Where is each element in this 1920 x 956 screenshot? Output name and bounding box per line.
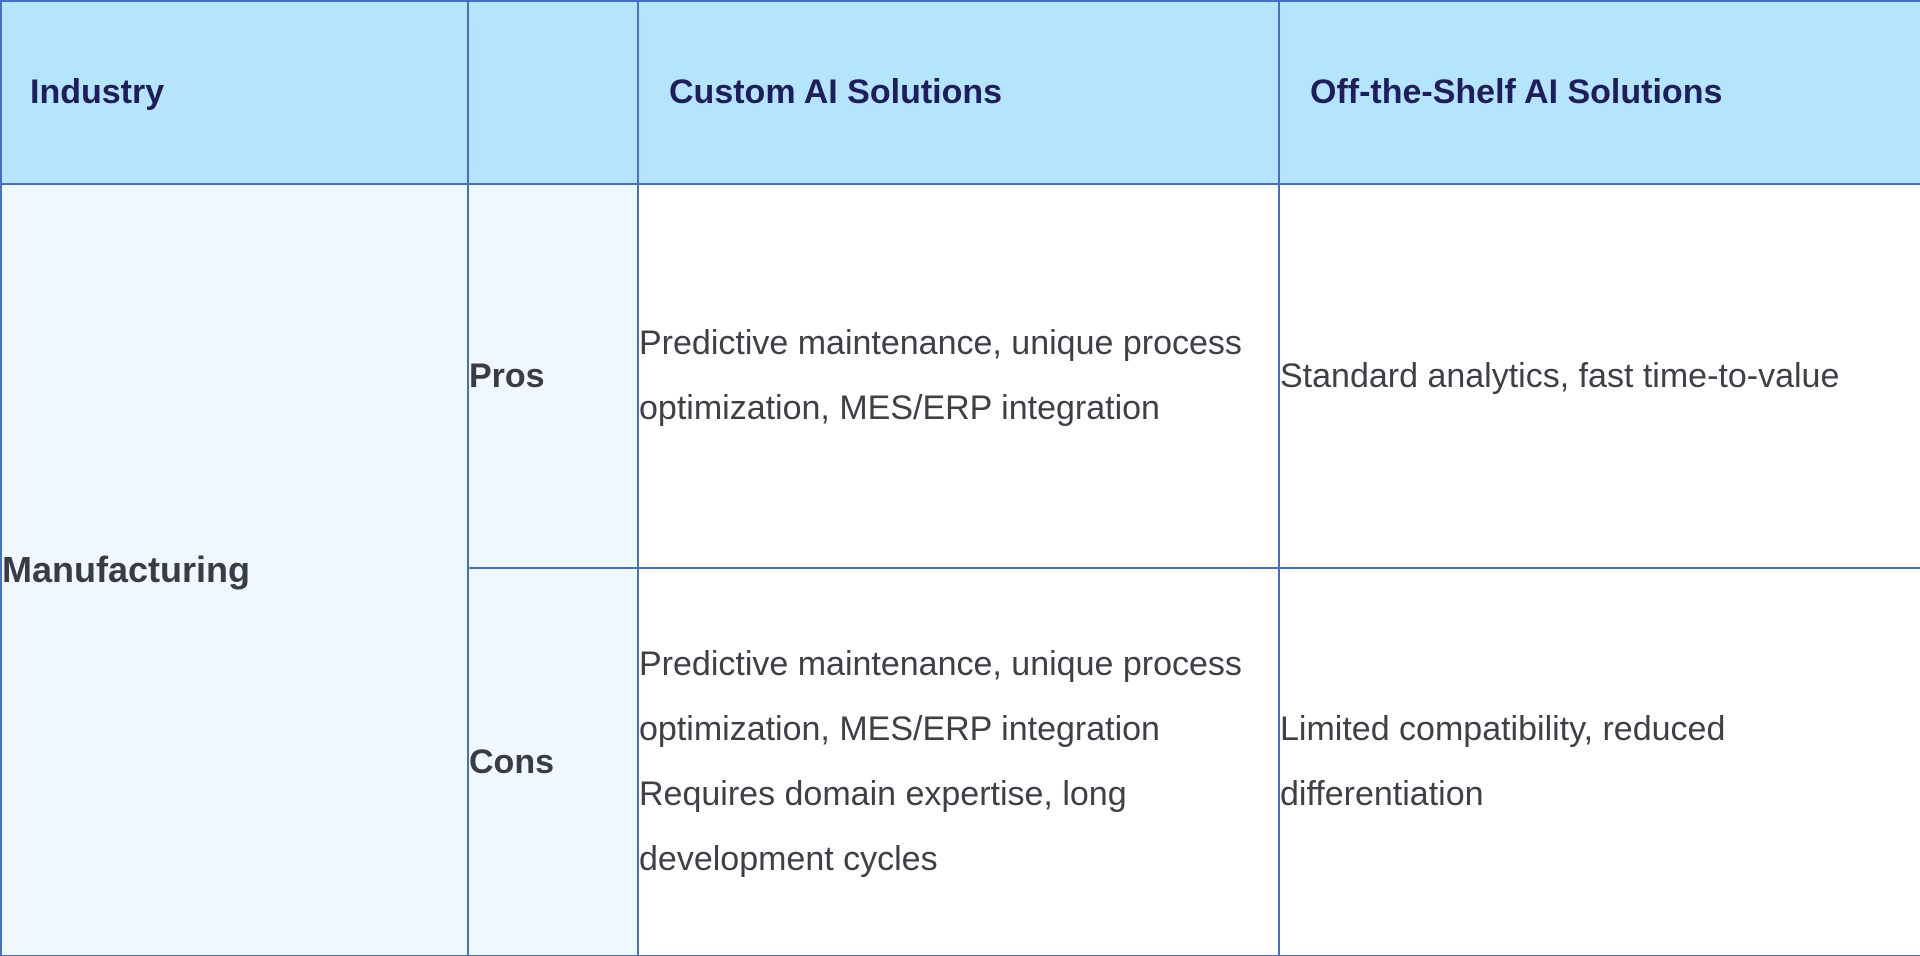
industry-cell: Manufacturing (0, 183, 469, 956)
header-custom-ai: Custom AI Solutions (637, 0, 1280, 185)
custom-pros-cell: Predictive maintenance, unique process o… (637, 183, 1280, 569)
pros-label: Pros (467, 183, 639, 569)
header-blank (467, 0, 639, 185)
table-row-pros: Manufacturing Pros Predictive maintenanc… (0, 183, 1920, 956)
offshelf-cons-cell: Limited compatibility, reduced different… (1278, 567, 1920, 956)
offshelf-pros-cell: Standard analytics, fast time-to-value (1278, 183, 1920, 569)
header-industry: Industry (0, 0, 469, 185)
header-off-the-shelf-ai: Off-the-Shelf AI Solutions (1278, 0, 1920, 185)
cons-label: Cons (467, 567, 639, 956)
header-row: Industry Custom AI Solutions Off-the-She… (0, 0, 1920, 185)
table-row-cons: Cons Predictive maintenance, unique proc… (1, 567, 1920, 956)
custom-cons-cell: Predictive maintenance, unique process o… (637, 567, 1280, 956)
